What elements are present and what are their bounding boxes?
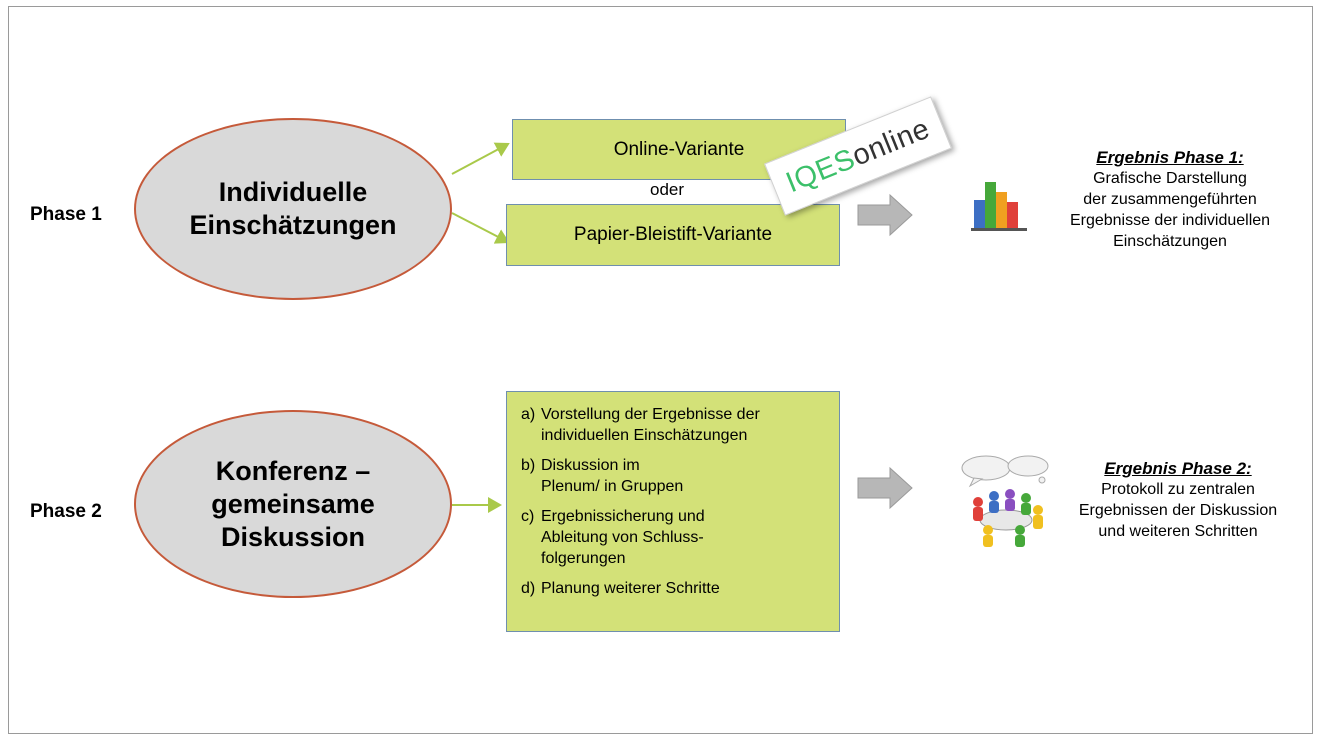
phase2-result-title: Ergebnis Phase 2: [1104, 459, 1252, 478]
phase1-ellipse: Individuelle Einschätzungen [134, 118, 452, 300]
block-arrow-phase1 [857, 193, 913, 237]
connector-to-online [451, 142, 510, 175]
phase1-ellipse-line1: Individuelle [218, 177, 368, 207]
step-text: Vorstellung der Ergebnisse der individue… [541, 406, 760, 444]
phase2-result-line: Ergebnissen der Diskussion [1078, 502, 1278, 519]
bar-chart-icon [971, 182, 1027, 231]
step-text: Ergebnissicherung und Ableitung von Schl… [541, 508, 705, 567]
phase2-result: Ergebnis Phase 2: Protokoll zu zentralen… [1050, 458, 1306, 542]
phase2-steps-box: a) Vorstellung der Ergebnisse der indivi… [506, 391, 840, 632]
oder-label: oder [650, 180, 685, 199]
step-item: d) Planung weiterer Schritte [521, 578, 837, 599]
step-text: Planung weiterer Schritte [541, 580, 720, 597]
phase1-label: Phase 1 [30, 204, 102, 225]
step-letter: c) [521, 508, 535, 525]
step-item: c) Ergebnissicherung und Ableitung von S… [521, 506, 837, 569]
phase1-ellipse-line2: Einschätzungen [189, 210, 397, 240]
phase2-result-line: Protokoll zu zentralen [1101, 481, 1255, 498]
meeting-table-icon [961, 455, 1049, 547]
step-letter: b) [521, 457, 536, 474]
connector-to-paper [451, 212, 510, 244]
phase1-result-line: Ergebnisse der individuellen [1069, 212, 1271, 229]
step-item: b) Diskussion im Plenum/ in Gruppen [521, 455, 837, 497]
phase1-result: Ergebnis Phase 1: Grafische Darstellung … [1030, 147, 1310, 252]
block-arrow-phase2 [857, 466, 913, 510]
step-letter: a) [521, 406, 536, 423]
phase1-result-line: der zusammengeführten [1083, 191, 1257, 208]
phase2-label: Phase 2 [30, 501, 102, 522]
phase1-result-line: Einschätzungen [1113, 233, 1227, 250]
phase2-ellipse: Konferenz – gemeinsame Diskussion [134, 410, 452, 598]
phase2-result-line: und weiteren Schritten [1098, 523, 1258, 540]
diagram-frame [8, 6, 1313, 734]
step-text: Diskussion im Plenum/ in Gruppen [541, 457, 684, 495]
phase2-steps-list: a) Vorstellung der Ergebnisse der indivi… [521, 404, 837, 608]
step-letter: d) [521, 580, 536, 597]
paper-variant-label: Papier-Bleistift-Variante [573, 224, 773, 245]
phase2-ellipse-line2: gemeinsame [211, 488, 375, 519]
online-variant-label: Online-Variante [613, 138, 745, 160]
phase2-ellipse-line1: Konferenz – [215, 455, 371, 486]
phase1-result-title: Ergebnis Phase 1: [1096, 148, 1244, 167]
step-item: a) Vorstellung der Ergebnisse der indivi… [521, 404, 837, 446]
phase2-ellipse-line3: Diskussion [220, 521, 366, 552]
phase1-result-line: Grafische Darstellung [1093, 170, 1247, 187]
